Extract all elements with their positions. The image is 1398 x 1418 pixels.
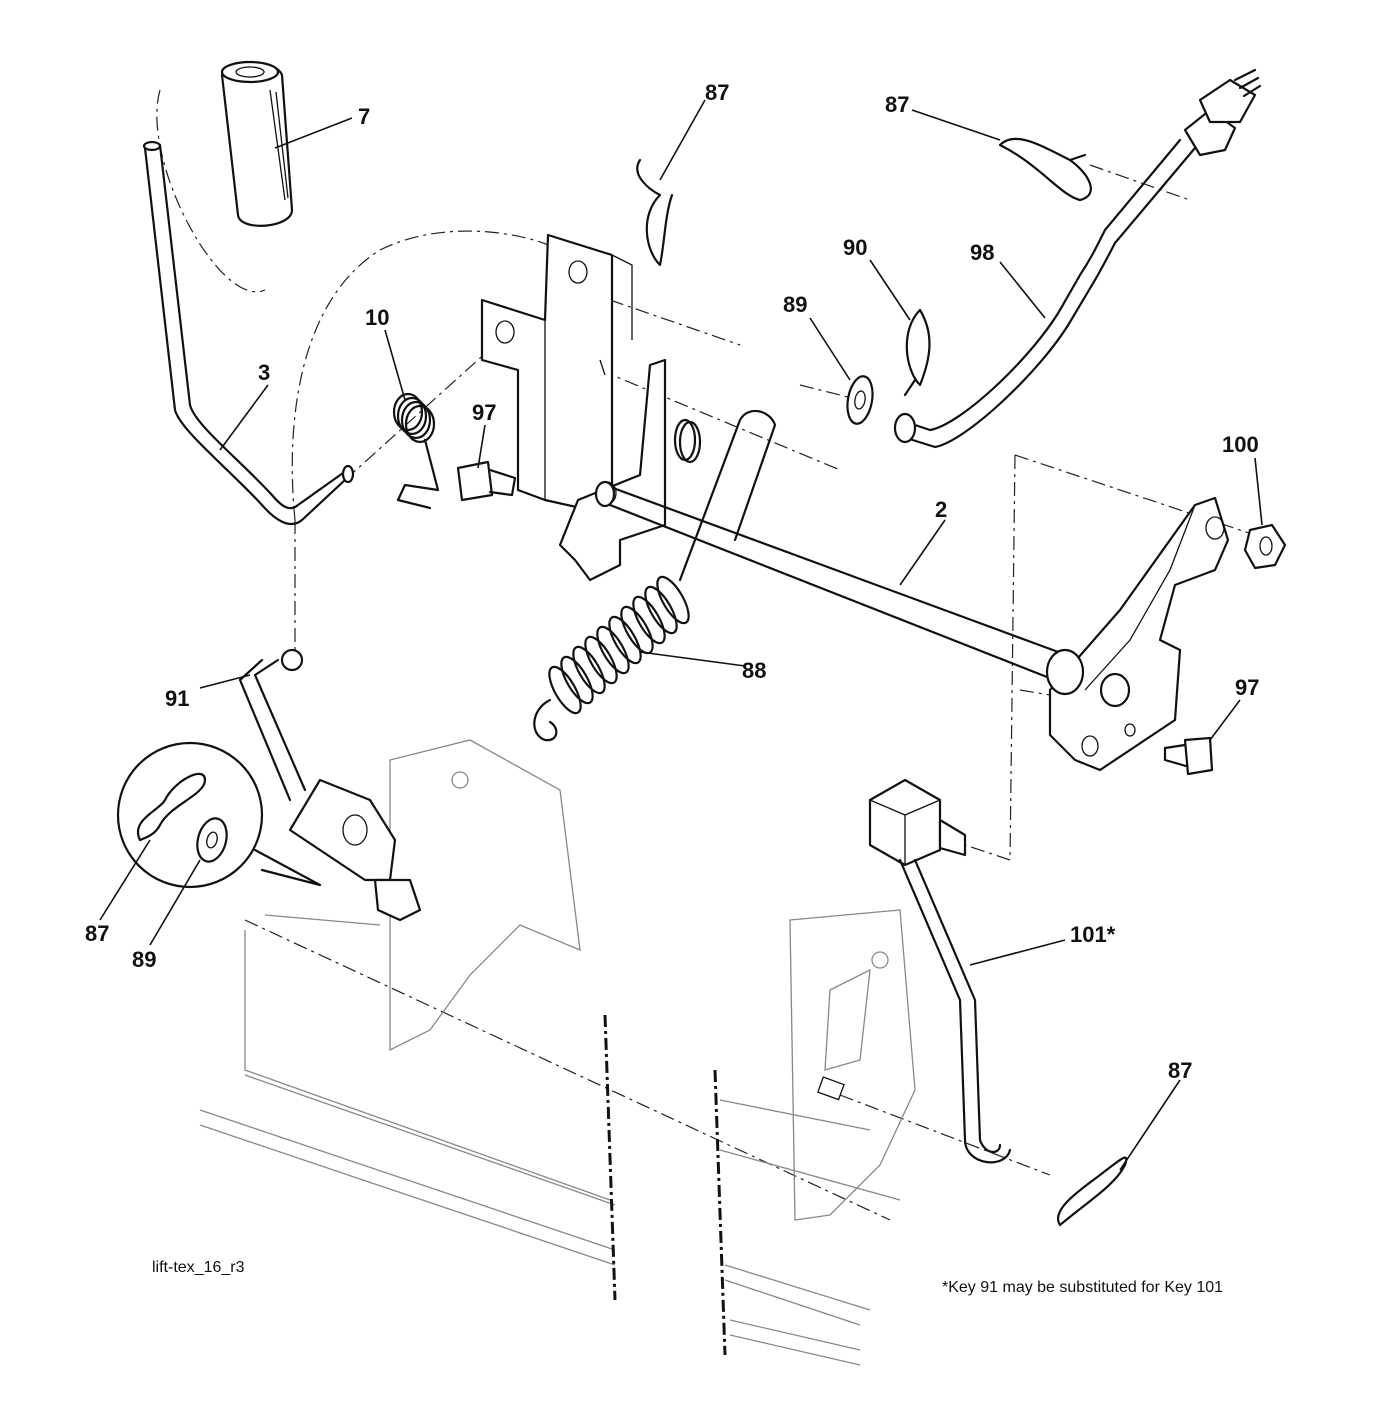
deck-edge-right xyxy=(713,1069,727,1356)
lift-link-101 xyxy=(868,778,1012,1164)
drawing-id: lift-tex_16_r3 xyxy=(152,1259,245,1276)
footnote: *Key 91 may be substituted for Key 101 xyxy=(942,1279,1223,1296)
lift-handle-rod xyxy=(142,140,355,526)
callout-10: 10 xyxy=(365,305,389,330)
callout-97-upper: 97 xyxy=(472,400,496,425)
shoulder-bolt-lower xyxy=(1163,736,1214,776)
deck-ghost xyxy=(199,739,916,1366)
callout-90: 90 xyxy=(843,235,867,260)
callout-87-bottom-right: 87 xyxy=(1168,1058,1192,1083)
leader-lines xyxy=(99,99,1263,1171)
torsion-spring xyxy=(392,392,440,510)
hairpin-clip-top xyxy=(636,158,674,267)
handle-grip xyxy=(220,60,294,227)
lift-link-91 xyxy=(238,648,422,922)
callout-98: 98 xyxy=(970,240,994,265)
extension-spring xyxy=(533,409,777,742)
callout-labels: 7 87 87 3 10 97 90 89 98 100 2 88 91 97 … xyxy=(85,80,1259,1083)
right-lift-arm xyxy=(1045,496,1230,772)
shoulder-bolt-upper xyxy=(456,460,517,502)
callout-3: 3 xyxy=(258,360,270,385)
callout-87-detail: 87 xyxy=(85,921,109,946)
lift-shaft xyxy=(594,480,1082,692)
callout-101: 101* xyxy=(1070,922,1116,947)
callout-87-top: 87 xyxy=(705,80,729,105)
deck-edge-left xyxy=(603,1014,617,1301)
callout-2: 2 xyxy=(935,497,947,522)
detail-zoom xyxy=(116,741,322,889)
callout-87-top-right: 87 xyxy=(885,92,909,117)
hairpin-clip-top-right xyxy=(998,137,1092,202)
lift-link-rod xyxy=(893,68,1262,449)
callout-89-upper: 89 xyxy=(783,292,807,317)
hairpin-90 xyxy=(903,308,931,397)
callout-7: 7 xyxy=(358,104,370,129)
callout-91: 91 xyxy=(165,686,189,711)
callout-89-detail: 89 xyxy=(132,947,156,972)
callout-88: 88 xyxy=(742,658,766,683)
alignment-lines xyxy=(156,89,1286,1221)
callout-100: 100 xyxy=(1222,432,1259,457)
hairpin-clip-bottom-right xyxy=(1056,1156,1128,1227)
washer-upper xyxy=(846,375,874,425)
hex-nut xyxy=(1243,523,1287,570)
callout-97-lower: 97 xyxy=(1235,675,1259,700)
mounting-bracket xyxy=(480,233,633,517)
